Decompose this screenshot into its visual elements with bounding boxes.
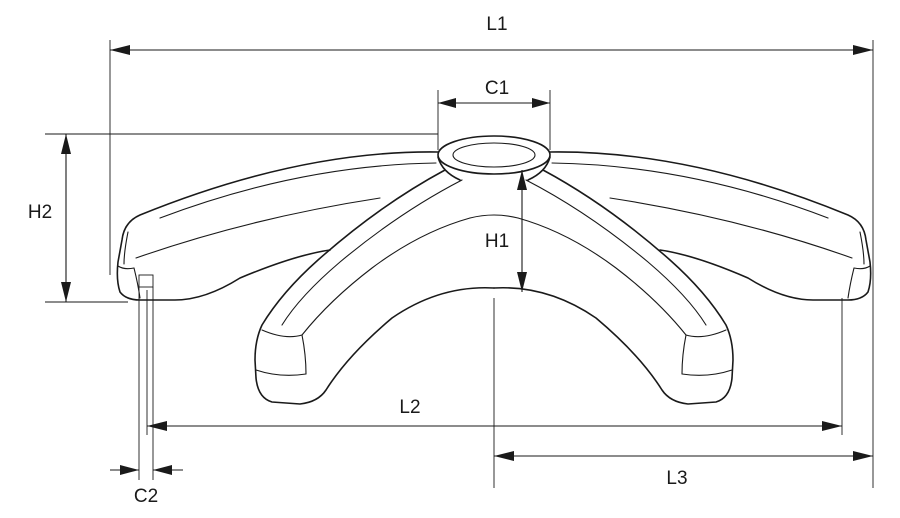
front-right-arm-outline [493, 169, 734, 405]
C1-label: C1 [485, 78, 509, 99]
front-right-arm [493, 169, 734, 405]
front-right-arm-ridge [525, 179, 707, 326]
dimension-C2: C2 [110, 274, 183, 507]
L1-label: L1 [486, 14, 507, 35]
C2-foot-marker [138, 274, 154, 288]
right-arm-outline [549, 151, 872, 301]
dimension-H1: H1 [485, 170, 527, 292]
front-left-foot-top [261, 329, 303, 338]
left-arm-ridge-mid [135, 197, 381, 259]
C2-arrow-right [153, 465, 172, 475]
right-foot-face-left [847, 267, 855, 299]
C1-arrow-left [438, 98, 456, 108]
dimension-L2: L2 [146, 290, 843, 435]
H2-arrow-bottom [61, 282, 71, 302]
dimension-C1: C1 [437, 78, 551, 150]
front-left-foot-edge [301, 334, 307, 375]
dimension-L3: L3 [493, 298, 873, 489]
right-arm-ridge-mid [609, 197, 853, 259]
hub-outer-ellipse [437, 135, 551, 175]
front-right-foot-band [681, 369, 733, 376]
left-arm-outline [116, 151, 439, 301]
left-foot-face-right [133, 267, 141, 299]
left-foot-bottom-edge [117, 265, 135, 270]
dimension-L1: L1 [109, 14, 874, 488]
front-left-arm [254, 169, 495, 405]
front-right-arm-ridge-inner [517, 217, 687, 336]
left-arm-ridge-top [159, 162, 437, 219]
front-right-foot-top [685, 329, 727, 338]
H1-label: H1 [485, 231, 509, 252]
C2-label: C2 [134, 486, 158, 507]
front-left-foot-band [255, 369, 307, 376]
front-left-arm-ridge-inner [301, 217, 471, 336]
right-arm-ridge-top [551, 162, 829, 219]
right-foot-face-right [859, 231, 865, 265]
star-base-part [116, 135, 872, 405]
hub-bore-ellipse [452, 142, 536, 168]
H2-label: H2 [28, 202, 52, 223]
left-foot-face-left [123, 231, 129, 265]
C1-arrow-right [532, 98, 550, 108]
C2-arrow-left [120, 465, 139, 475]
hub-front-ridge [469, 214, 519, 219]
H2-arrow-top [61, 134, 71, 154]
L1-arrow-right [853, 45, 873, 55]
right-arm [549, 151, 872, 301]
L3-arrow-right [853, 451, 873, 461]
H1-arrow-top [517, 170, 527, 190]
L2-label: L2 [399, 397, 420, 418]
L2-arrow-left [147, 421, 167, 431]
L3-arrow-left [494, 451, 514, 461]
L3-label: L3 [666, 468, 687, 489]
left-arm [116, 151, 439, 301]
right-foot-bottom-edge [853, 265, 871, 270]
front-left-arm-ridge [281, 179, 463, 326]
L2-arrow-right [822, 421, 842, 431]
L1-arrow-left [110, 45, 130, 55]
H1-arrow-bottom [517, 272, 527, 292]
front-left-arm-outline [254, 169, 495, 405]
dimension-H2: H2 [28, 133, 438, 303]
front-right-foot-edge [681, 334, 687, 375]
